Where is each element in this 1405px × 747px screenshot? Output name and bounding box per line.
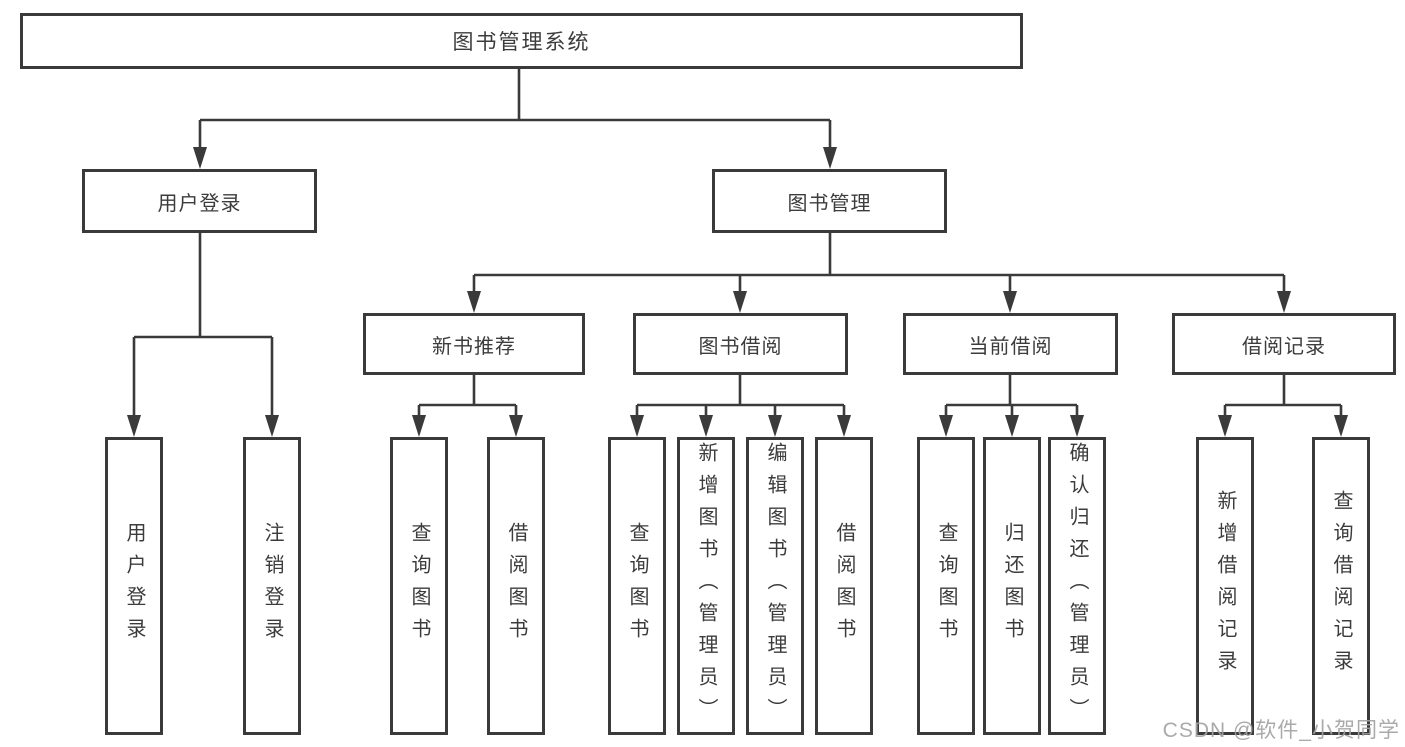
leaf-br-query-record-label: 查询借阅记录 xyxy=(1330,490,1352,682)
leaf-bb-add-books-admin-label: 新增图书（管理员） xyxy=(695,442,717,730)
node-current-borrow: 当前借阅 xyxy=(903,313,1118,375)
leaf-cb-return-books: 归还图书 xyxy=(983,437,1041,735)
node-book-borrow-label: 图书借阅 xyxy=(698,335,783,358)
leaf-cb-return-books-label: 归还图书 xyxy=(1001,522,1023,650)
leaf-bb-query-books: 查询图书 xyxy=(608,437,666,735)
connector-borrowrecord-to-leaves xyxy=(1223,375,1343,418)
leaf-br-add-record-label: 新增借阅记录 xyxy=(1214,490,1236,682)
csdn-watermark: CSDN @软件_小贺同学 xyxy=(1162,719,1400,742)
leaf-user-login: 用户登录 xyxy=(105,437,163,735)
node-user-login-label: 用户登录 xyxy=(157,192,242,215)
leaf-nbr-borrow-books: 借阅图书 xyxy=(487,437,545,735)
node-user-login: 用户登录 xyxy=(82,169,317,233)
leaf-br-query-record: 查询借阅记录 xyxy=(1312,437,1370,735)
leaf-cb-query-books-label: 查询图书 xyxy=(935,522,957,650)
connector-bookmgmt-to-level3 xyxy=(472,233,1286,294)
leaf-bb-query-books-label: 查询图书 xyxy=(626,522,648,650)
node-root-label: 图书管理系统 xyxy=(452,31,591,54)
leaf-cb-query-books: 查询图书 xyxy=(917,437,975,735)
connector-bookborrow-to-leaves xyxy=(635,375,846,418)
leaf-logout: 注销登录 xyxy=(243,437,301,735)
node-borrow-record: 借阅记录 xyxy=(1172,313,1396,375)
node-current-borrow-label: 当前借阅 xyxy=(968,335,1053,358)
leaf-cb-confirm-return-admin-label: 确认归还（管理员） xyxy=(1066,442,1088,730)
leaf-bb-borrow-books: 借阅图书 xyxy=(815,437,873,735)
leaf-bb-edit-books-admin-label: 编辑图书（管理员） xyxy=(764,442,786,730)
connector-root-to-level2 xyxy=(198,69,832,150)
leaf-logout-label: 注销登录 xyxy=(261,522,283,650)
leaf-cb-confirm-return-admin: 确认归还（管理员） xyxy=(1048,437,1106,735)
node-book-management-label: 图书管理 xyxy=(787,192,872,215)
node-borrow-record-label: 借阅记录 xyxy=(1242,335,1326,358)
node-book-management: 图书管理 xyxy=(712,169,947,233)
leaf-user-login-label: 用户登录 xyxy=(123,522,145,650)
connector-currentborrow-to-leaves xyxy=(944,375,1079,418)
connector-userlogin-to-leaves xyxy=(132,233,274,418)
leaf-bb-add-books-admin: 新增图书（管理员） xyxy=(677,437,735,735)
node-new-book-recommend-label: 新书推荐 xyxy=(432,335,516,358)
leaf-bb-borrow-books-label: 借阅图书 xyxy=(833,522,855,650)
leaf-nbr-borrow-books-label: 借阅图书 xyxy=(505,522,527,650)
node-book-borrow: 图书借阅 xyxy=(633,313,848,375)
node-new-book-recommend: 新书推荐 xyxy=(363,313,585,375)
node-root: 图书管理系统 xyxy=(20,13,1023,69)
leaf-nbr-query-books-label: 查询图书 xyxy=(408,522,430,650)
leaf-br-add-record: 新增借阅记录 xyxy=(1196,437,1254,735)
arrowheads xyxy=(127,147,1348,437)
leaf-bb-edit-books-admin: 编辑图书（管理员） xyxy=(746,437,804,735)
leaf-nbr-query-books: 查询图书 xyxy=(390,437,448,735)
connector-newbookrec-to-leaves xyxy=(417,375,518,418)
